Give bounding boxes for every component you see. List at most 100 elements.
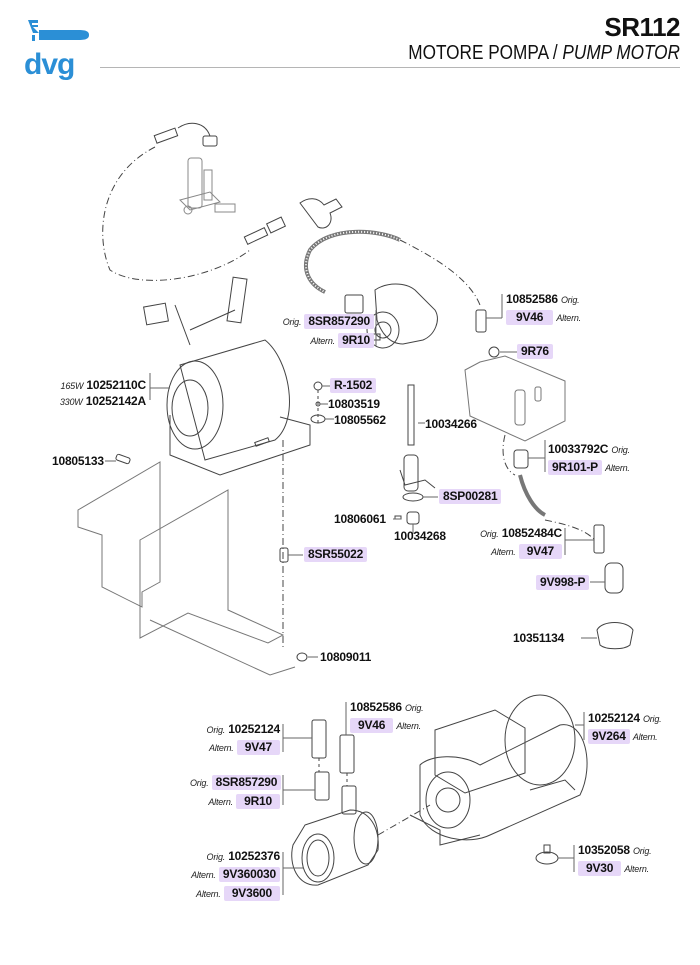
portafilter-cup-icon — [28, 20, 39, 33]
part-number-9R76[interactable]: 9R76 — [517, 344, 553, 359]
lower-fittings — [311, 719, 357, 815]
label-10803519: 10803519 — [328, 397, 380, 412]
part-number-9R10[interactable]: 9R10 — [236, 794, 280, 809]
orig-tag: Orig. — [632, 846, 652, 856]
part-number-10252124[interactable]: 10252124 — [228, 722, 280, 736]
part-number-10252376[interactable]: 10252376 — [228, 849, 280, 863]
screw-10805133 — [115, 453, 131, 465]
header-divider — [100, 67, 680, 68]
part-number-8SR857290[interactable]: 8SR857290 — [211, 775, 282, 790]
nut-10809011 — [296, 652, 308, 662]
part-number-10252124[interactable]: 10252124 — [588, 711, 640, 725]
label-fitting-lower: Orig. 10852484C Altern. 9V47 — [440, 526, 562, 560]
base-plate-right — [464, 355, 566, 442]
part-number-10809011[interactable]: 10809011 — [320, 650, 372, 664]
label-10806061: 10806061 — [334, 512, 386, 527]
part-number-10252110C[interactable]: 10252110C — [86, 378, 146, 392]
wattage-165: 165W — [60, 381, 84, 391]
label-10351134: 10351134 — [513, 631, 564, 646]
motor-large — [409, 694, 588, 846]
label-foot: 10352058 Orig. 9V30 Altern. — [578, 843, 652, 877]
label-10805133: 10805133 — [52, 454, 104, 469]
rubber-foot — [535, 844, 559, 865]
part-number-9V360030[interactable]: 9V360030 — [218, 867, 280, 882]
part-number-10034268[interactable]: 10034268 — [394, 529, 446, 543]
hose-path-mid — [502, 434, 516, 476]
label-fit-a: 10852586 Orig. 9V46 Altern. — [350, 700, 424, 734]
hose-fitting-middle — [243, 198, 343, 245]
altern-tag: Altern. — [491, 547, 516, 557]
part-number-8SP00281[interactable]: 8SP00281 — [439, 489, 502, 504]
orig-tag: Orig. — [206, 725, 226, 735]
part-number-9V46[interactable]: 9V46 — [506, 310, 554, 325]
part-number-10252142A[interactable]: 10252142A — [85, 394, 146, 408]
orig-tag: Orig. — [404, 703, 424, 713]
part-number-9V3600[interactable]: 9V3600 — [223, 886, 280, 901]
hose-path-lower — [544, 519, 596, 541]
label-8sp00281: 8SP00281 — [439, 489, 502, 504]
orig-tag: Orig. — [190, 778, 209, 788]
wattage-330: 330W — [59, 397, 83, 407]
label-motor: 165W 10252110C 330W 10252142A — [40, 378, 146, 410]
label-10034266: 10034266 — [425, 417, 477, 432]
altern-tag: Altern. — [624, 864, 649, 874]
brand-name: dvg — [24, 48, 74, 81]
pressure-valve — [179, 157, 236, 215]
label-r1502: R-1502 — [330, 378, 377, 393]
page-title: MOTORE POMPA / PUMP MOTOR — [408, 42, 680, 65]
part-number-9V47[interactable]: 9V47 — [518, 544, 562, 559]
label-fit-c: Orig. 8SR857290 Altern. 9R10 — [190, 775, 282, 810]
part-number-10806061[interactable]: 10806061 — [334, 512, 386, 526]
label-fitting-top: 10852586 Orig. 9V46 Altern. — [506, 292, 581, 326]
corrugated-hose — [304, 229, 401, 294]
altern-tag: Altern. — [396, 721, 421, 731]
label-fit-b: Orig. 10252124 Altern. 9V47 — [190, 722, 280, 756]
portafilter-handle-icon — [39, 30, 89, 40]
altern-tag: Altern. — [196, 889, 221, 899]
altern-tag: Altern. — [632, 732, 658, 742]
altern-tag: Altern. — [209, 743, 234, 753]
part-number-10805133[interactable]: 10805133 — [52, 454, 104, 468]
dvg-logo: dvg — [24, 20, 89, 81]
orig-tag: Orig. — [480, 529, 499, 539]
hose-path-left — [102, 146, 251, 281]
part-number-10352058[interactable]: 10352058 — [578, 843, 630, 857]
label-motor2: 10252124 Orig. 9V264 Altern. — [588, 711, 662, 745]
part-number-10852586[interactable]: 10852586 — [506, 292, 558, 306]
part-number-9V264[interactable]: 9V264 — [588, 729, 630, 744]
part-number-10034266[interactable]: 10034266 — [425, 417, 477, 431]
fitting-top-right — [475, 309, 500, 358]
label-9r76: 9R76 — [517, 344, 553, 359]
part-number-8SR55022[interactable]: 8SR55022 — [304, 547, 368, 562]
part-number-9V46[interactable]: 9V46 — [350, 718, 394, 733]
part-number-10852484C[interactable]: 10852484C — [501, 526, 562, 540]
part-number-10033792C[interactable]: 10033792C — [548, 442, 609, 456]
title-italian: MOTORE POMPA — [408, 42, 549, 64]
part-number-10852586[interactable]: 10852586 — [350, 700, 402, 714]
part-number-10351134[interactable]: 10351134 — [513, 631, 565, 645]
part-number-9V998-P[interactable]: 9V998-P — [536, 575, 590, 590]
part-number-9V47[interactable]: 9V47 — [236, 740, 280, 755]
part-number-R-1502[interactable]: R-1502 — [330, 378, 377, 393]
label-9v998p: 9V998-P — [536, 575, 590, 590]
pump-axis-line — [377, 804, 431, 836]
part-number-8SR857290[interactable]: 8SR857290 — [304, 314, 374, 329]
orig-tag: Orig. — [642, 714, 662, 724]
fitting-mid-right — [513, 449, 547, 517]
altern-tag: Altern. — [208, 797, 233, 807]
part-number-9R10[interactable]: 9R10 — [338, 333, 374, 348]
orig-tag: Orig. — [611, 445, 630, 455]
label-pump-top: Orig. 8SR857290 Altern. 9R10 — [244, 314, 374, 349]
label-10034268: 10034268 — [394, 529, 446, 544]
altern-tag: Altern. — [605, 463, 630, 473]
title-english: PUMP MOTOR — [562, 42, 680, 64]
orig-tag: Orig. — [282, 317, 302, 327]
part-number-9V30[interactable]: 9V30 — [578, 861, 622, 876]
part-number-10805562[interactable]: 10805562 — [334, 413, 386, 427]
part-number-10803519[interactable]: 10803519 — [328, 397, 380, 411]
label-10805562: 10805562 — [334, 413, 386, 428]
part-number-9R101-P[interactable]: 9R101-P — [548, 460, 602, 475]
altern-tag: Altern. — [310, 336, 335, 346]
model-code: SR112 — [604, 12, 680, 42]
spacer — [279, 547, 289, 563]
